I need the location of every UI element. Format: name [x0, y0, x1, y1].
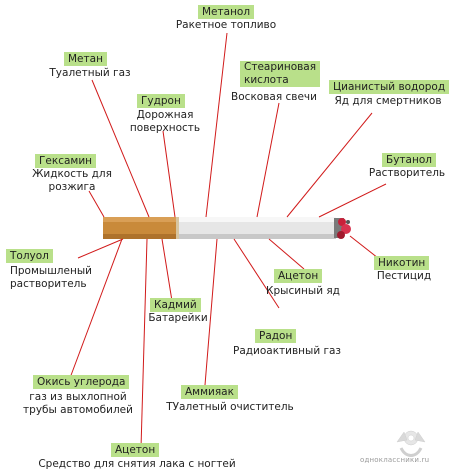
line-aceton1: [268, 238, 305, 270]
desc-geksamin-1: Жидкость для: [32, 168, 112, 180]
label-kadmiy: Кадмий: [150, 298, 201, 312]
desc-gudron-1: Дорожная: [136, 109, 194, 121]
label-gudron: Гудрон: [137, 94, 185, 108]
label-radon: Радон: [255, 329, 297, 343]
line-radon: [233, 238, 280, 309]
desc-ammiak: ТУалетный очиститель: [166, 401, 294, 413]
label-metan: Метан: [64, 52, 107, 66]
desc-aceton-1: Крысиный яд: [266, 285, 340, 297]
desc-gudron-2: поверхность: [129, 122, 201, 134]
line-kadmiy: [161, 238, 173, 302]
line-co: [69, 238, 123, 379]
line-toluol: [77, 238, 124, 259]
desc-geksamin-2: розжига: [48, 181, 96, 193]
label-geksamin: Гексамин: [35, 154, 97, 168]
desc-metan: Туалетный газ: [49, 67, 131, 79]
label-aceton-1: Ацетон: [274, 269, 323, 283]
desc-toluol-1: Промышленый: [10, 265, 92, 277]
line-butanol: [318, 183, 387, 218]
label-stearin: Стеариновая кислота: [240, 61, 321, 87]
line-metan: [91, 79, 150, 218]
desc-toluol-2: растворитель: [10, 278, 87, 290]
label-metanol: Метанол: [198, 5, 255, 19]
line-stearin: [256, 102, 280, 218]
line-aceton2: [140, 238, 148, 449]
line-nikotin: [349, 235, 379, 259]
line-gudron: [162, 130, 176, 218]
cigarette: [103, 217, 351, 239]
desc-co-1: газ из выхлопной: [29, 391, 127, 403]
line-metanol: [205, 32, 228, 218]
cigarette-ember: [334, 218, 351, 239]
odnoklassniki-watermark-icon: [396, 430, 426, 457]
desc-nikotin: Пестицид: [376, 270, 432, 282]
line-geksamin: [88, 190, 105, 218]
desc-aceton-2: Средство для снятия лака с ногтей: [38, 458, 236, 470]
label-co: Окись углерода: [33, 375, 130, 389]
desc-cyanide: Яд для смертников: [334, 95, 442, 107]
desc-kadmiy: Батарейки: [148, 312, 208, 324]
desc-radon: Радиоактивный газ: [232, 345, 342, 357]
line-cyanide: [286, 112, 373, 218]
desc-stearin: Восковая свечи: [231, 91, 317, 103]
desc-co-2: трубы автомобилей: [23, 404, 133, 416]
label-butanol: Бутанол: [382, 153, 436, 167]
label-aceton-2: Ацетон: [111, 443, 160, 457]
desc-butanol: Растворитель: [368, 167, 446, 179]
label-cyanide: Цианистый водород: [329, 80, 450, 94]
label-nikotin: Никотин: [374, 256, 430, 270]
label-ammiak: Аммияак: [181, 385, 238, 399]
cigarette-filter: [103, 217, 176, 239]
line-ammiak: [204, 238, 218, 386]
cigarette-paper: [176, 217, 336, 239]
desc-metanol: Ракетное топливо: [175, 19, 277, 31]
watermark-text: одноклассники.ru: [360, 456, 430, 464]
label-toluol: Толуол: [6, 249, 53, 263]
